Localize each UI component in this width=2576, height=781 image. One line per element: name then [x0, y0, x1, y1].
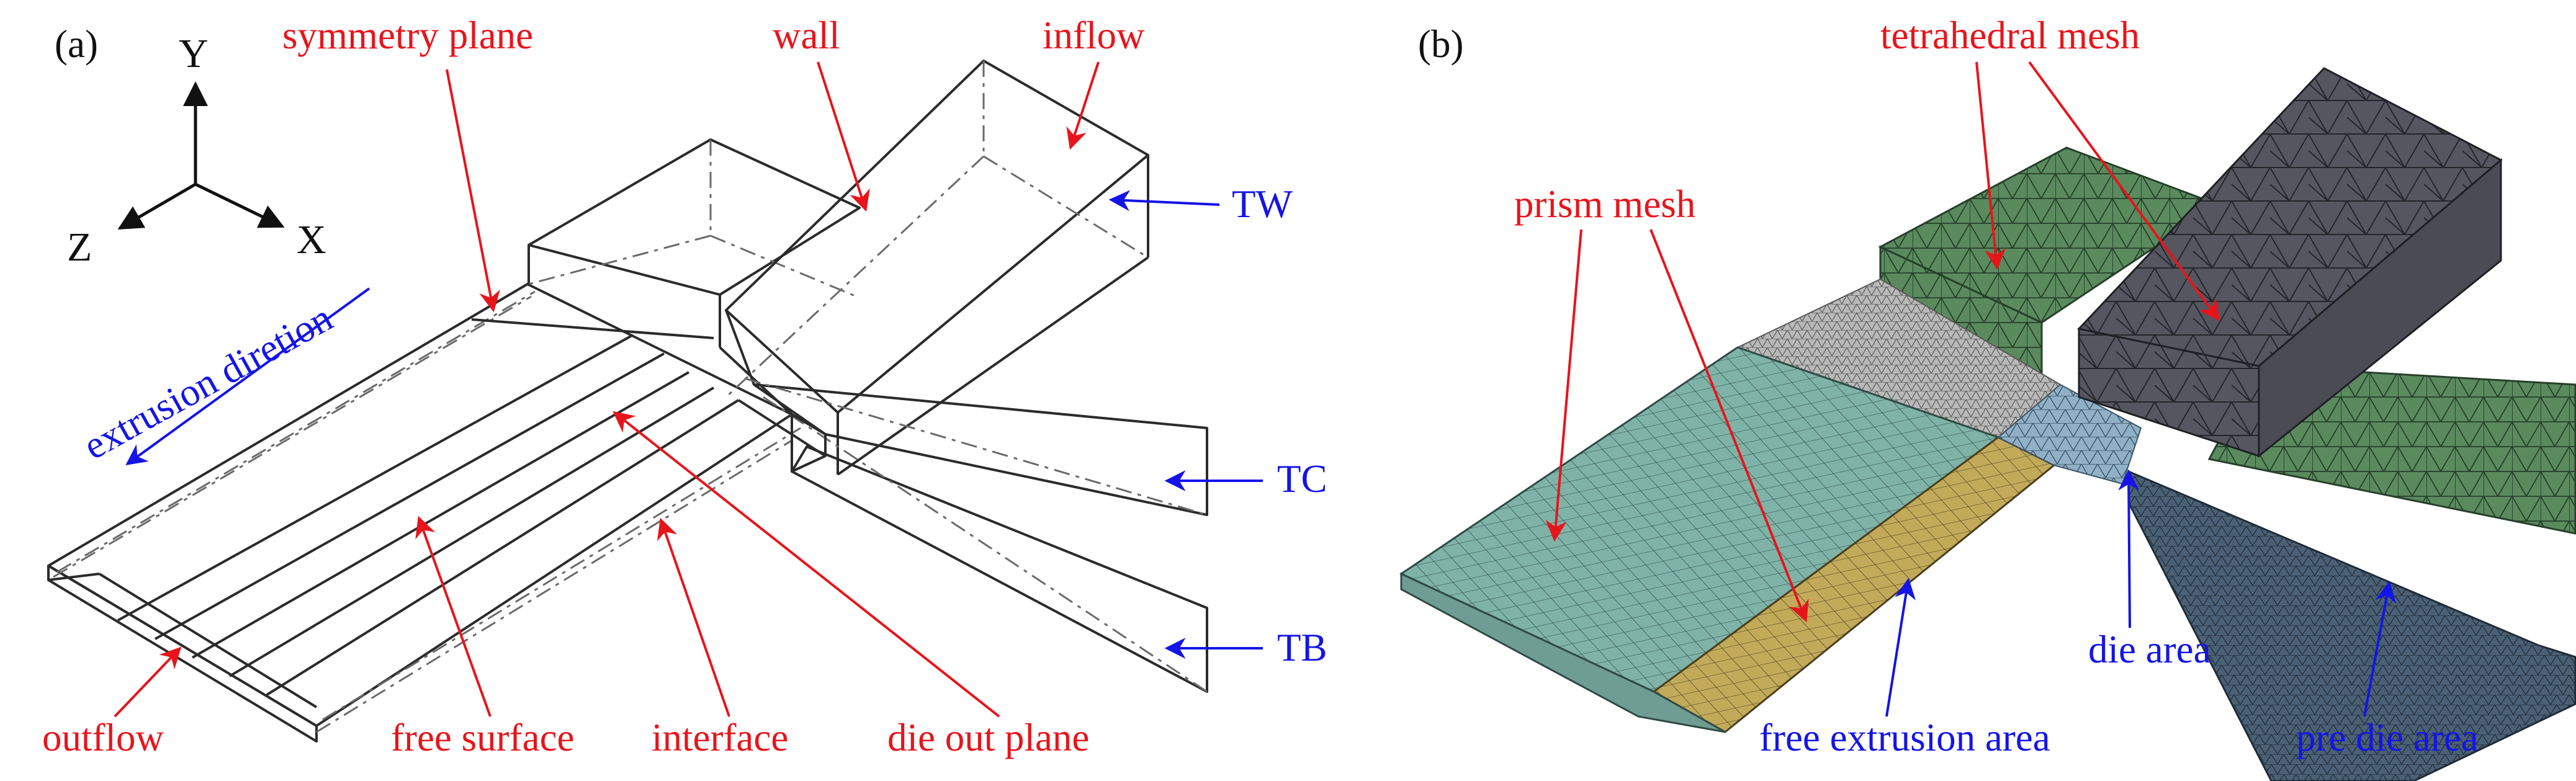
y-axis-label: Y — [179, 31, 209, 76]
mesh-model — [1399, 67, 2576, 781]
sym-plane-dash-2 — [53, 295, 532, 578]
die-step-line — [471, 318, 714, 339]
die-out-plane-pointer — [613, 411, 1000, 718]
tc-channel — [753, 383, 1208, 516]
x-axis-label: X — [297, 217, 326, 262]
inflow-box-edge-1 — [725, 310, 755, 385]
tw-label: TW — [1232, 182, 1293, 226]
outflow-label: outflow — [42, 716, 164, 759]
z-axis-label: Z — [67, 225, 92, 270]
tc-hidden — [744, 377, 1208, 516]
sym-plane-dash-1 — [56, 290, 536, 573]
x-axis-arrow — [194, 182, 285, 228]
prism-pointer-2 — [1649, 229, 1809, 623]
surface-line-3 — [192, 371, 689, 659]
tw-pointer — [1108, 190, 1220, 212]
panel-a: (a) Y Z X — [42, 14, 1327, 759]
interface-label: interface — [652, 716, 788, 759]
extrusion-direction-arrow — [125, 287, 370, 465]
symmetry-plane-pointer — [446, 69, 500, 313]
outflow-pointer — [114, 646, 182, 718]
die-area-label: die area — [2088, 628, 2211, 671]
outflow-ramp — [98, 573, 318, 708]
inflow-hidden-2 — [983, 155, 1149, 259]
symmetry-plane-label: symmetry plane — [282, 14, 533, 57]
pre-die-area-label: pre die area — [2296, 716, 2479, 759]
interface-dash — [322, 427, 801, 721]
axis-triad: Y Z X — [67, 31, 326, 270]
surface-line-4 — [228, 386, 715, 677]
wireframe-model — [47, 60, 1208, 743]
die-area-mesh — [1997, 383, 2142, 485]
tetrahedral-mesh-label: tetrahedral mesh — [1880, 14, 2140, 57]
extrudate-front-face — [47, 565, 318, 743]
prism-mesh-label: prism mesh — [1514, 182, 1695, 226]
slab-front-face-mesh — [1400, 572, 1726, 733]
panel-b-tag: (b) — [1418, 22, 1463, 66]
tb-channel — [791, 445, 1208, 693]
extrudate-top-face — [47, 283, 793, 727]
surface-line-2 — [155, 352, 665, 640]
outflow-edge — [48, 573, 100, 581]
inflow-box-top — [725, 60, 1149, 414]
extrusion-direction-label: extrusion diretion — [76, 296, 339, 468]
inflow-label: inflow — [1043, 14, 1145, 57]
interface-pointer — [657, 517, 730, 717]
tb-label: TB — [1277, 626, 1327, 669]
wall-label: wall — [773, 14, 840, 57]
inflow-box-edge-4 — [837, 256, 1149, 476]
die-area-pointer — [2118, 469, 2140, 628]
pre-die-area-pointer — [2363, 581, 2397, 717]
pre-die-area-mesh — [2127, 470, 2576, 781]
tetra-pointer-1 — [1975, 61, 2006, 270]
surface-line-1 — [117, 334, 634, 622]
inflow-block-side-mesh — [2258, 158, 2502, 458]
die-out-plane-label: die out plane — [887, 716, 1089, 759]
tb-hidden — [763, 396, 1208, 693]
inflow-hidden-3 — [725, 155, 985, 398]
inflow-pointer — [1066, 61, 1100, 150]
panel-a-tag: (a) — [55, 22, 98, 66]
mid-box-hidden-2 — [528, 234, 711, 285]
free-extrusion-pointer — [1885, 578, 1916, 717]
z-axis-arrow — [117, 182, 197, 230]
mid-box-hidden-3 — [710, 234, 860, 299]
tetra-pointer-2 — [2028, 61, 2220, 321]
die-front-edge — [737, 399, 827, 457]
free-surface-pointer — [415, 515, 491, 717]
wall-pointer — [817, 61, 870, 212]
tc-label: TC — [1277, 457, 1327, 501]
free-surface-label: free surface — [391, 716, 575, 759]
prism-pointer-1 — [1545, 229, 1582, 542]
panel-b: (b) tetrahedral mesh — [1399, 14, 2576, 781]
free-extrusion-area-label: free extrusion area — [1759, 716, 2050, 759]
